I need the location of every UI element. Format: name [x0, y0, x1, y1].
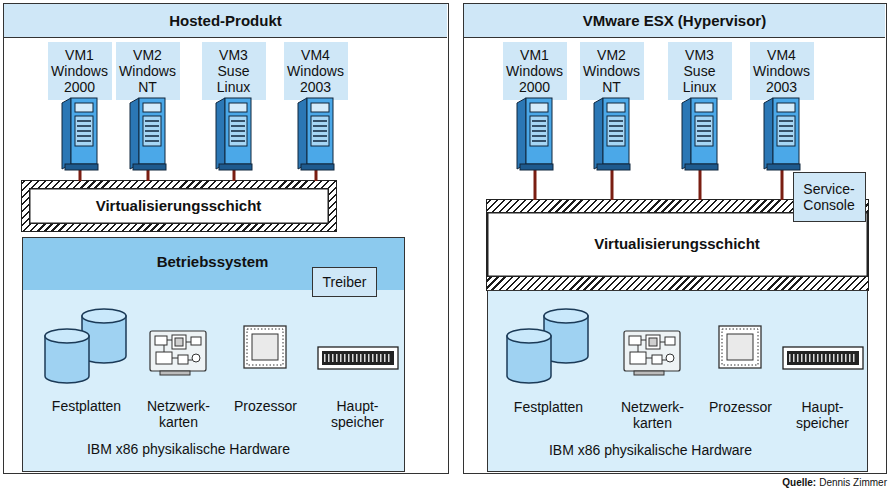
node-text: VM3 Suse Linux [683, 47, 716, 95]
node-text: Virtualisierungsschicht [594, 236, 760, 252]
text-box: VM3 Suse Linux [202, 42, 266, 100]
node-text: Virtualisierungsschicht [96, 198, 262, 214]
node-text: VM2 Windows NT [583, 47, 640, 95]
text-box: Haupt- speicher [788, 399, 858, 431]
platform-panel: VM1 Windows 2000VM2 Windows NT VM3 Suse L… [3, 3, 449, 474]
vm-label: VM4 Windows 2003 [284, 42, 348, 100]
node-text: Netzwerk- karten [144, 398, 214, 430]
source-credit: Quelle: [782, 477, 816, 488]
platform-panel: VM1 Windows 2000 VM2 Windows NT VM3 Suse L… [463, 3, 887, 474]
node-text: Haupt- speicher [323, 398, 393, 430]
node-text: VM3 Suse Linux [217, 47, 250, 95]
vm-label: VM4 Windows 2003 [750, 42, 814, 100]
text-box: VMware ESX (Hypervisor) [464, 4, 885, 38]
os-band: Treiber Betriebssystem [22, 237, 405, 290]
text-box: Hosted-Produkt [4, 4, 447, 38]
node-text: Service- Console [794, 181, 865, 213]
vm-label: VM3 Suse Linux [668, 42, 732, 100]
node-text: Prozessor [709, 399, 772, 415]
node-text: Betriebssystem [157, 254, 269, 270]
text-box: Festplatten [47, 398, 127, 414]
hardware-box: Festplatten Netzwerk- karten Prozessor Haup… [487, 290, 868, 472]
node-text: Prozessor [234, 398, 297, 414]
text-box: VM3 Suse Linux [668, 42, 732, 100]
text-box: Prozessor [706, 399, 776, 415]
text-box: IBM x86 physikalische Hardware [501, 442, 801, 458]
node-text: VM2 Windows NT [119, 47, 176, 95]
node-text: IBM x86 physikalische Hardware [549, 442, 752, 458]
text-box: Festplatten [509, 399, 589, 415]
text-box: VM1 Windows 2000 [48, 42, 112, 100]
node-text: VM1 Windows 2000 [51, 47, 108, 95]
text-box: VM2 Windows NT [116, 42, 180, 100]
node-text: VM4 Windows 2003 [753, 47, 810, 95]
node-text: VM4 Windows 2003 [287, 47, 344, 95]
virtualization-layer: Virtualisierungsschicht [22, 181, 336, 231]
vm-label: VM2 Windows NT [116, 42, 180, 100]
text-box: Virtualisierungsschicht [29, 188, 329, 224]
node-text: Haupt- speicher [788, 399, 858, 431]
text-box: VM2 Windows NT [580, 42, 644, 100]
text-box: VM1 Windows 2000 [503, 42, 567, 100]
text-box: Netzwerk- karten [144, 398, 214, 430]
text-box: VM4 Windows 2003 [284, 42, 348, 100]
node-text: IBM x86 physikalische Hardware [87, 441, 290, 457]
text-box: Netzwerk- karten [618, 399, 688, 431]
vm-label: VM3 Suse Linux [202, 42, 266, 100]
driver-box: Treiber [312, 267, 377, 297]
hardware-box: Festplatten Netzwerk- karten Prozessor Haup… [22, 290, 405, 472]
text-box: Haupt- speicher [323, 398, 393, 430]
node-text: Festplatten [52, 398, 121, 414]
vm-label: VM1 Windows 2000 [48, 42, 112, 100]
service-console-box: Service- Console [793, 172, 866, 222]
node-text: Treiber [323, 274, 367, 290]
node-text: VM1 Windows 2000 [506, 47, 563, 95]
text-box: Service- Console [794, 173, 865, 221]
node-text: Festplatten [514, 399, 583, 415]
source-note: Quelle:Dennis Zimmer [782, 477, 887, 489]
text-box: VM4 Windows 2003 [750, 42, 814, 100]
text-box: Betriebssystem [23, 250, 403, 274]
node-text: VMware ESX (Hypervisor) [583, 13, 766, 29]
vm-label: VM1 Windows 2000 [503, 42, 567, 100]
node-text: Netzwerk- karten [618, 399, 688, 431]
text-box: IBM x86 physikalische Hardware [39, 441, 339, 457]
text-box: Prozessor [231, 398, 301, 414]
node-text: Hosted-Produkt [169, 13, 282, 29]
vm-label: VM2 Windows NT [580, 42, 644, 100]
text-box: Treiber [313, 268, 376, 296]
source-credit: Dennis Zimmer [819, 477, 887, 488]
